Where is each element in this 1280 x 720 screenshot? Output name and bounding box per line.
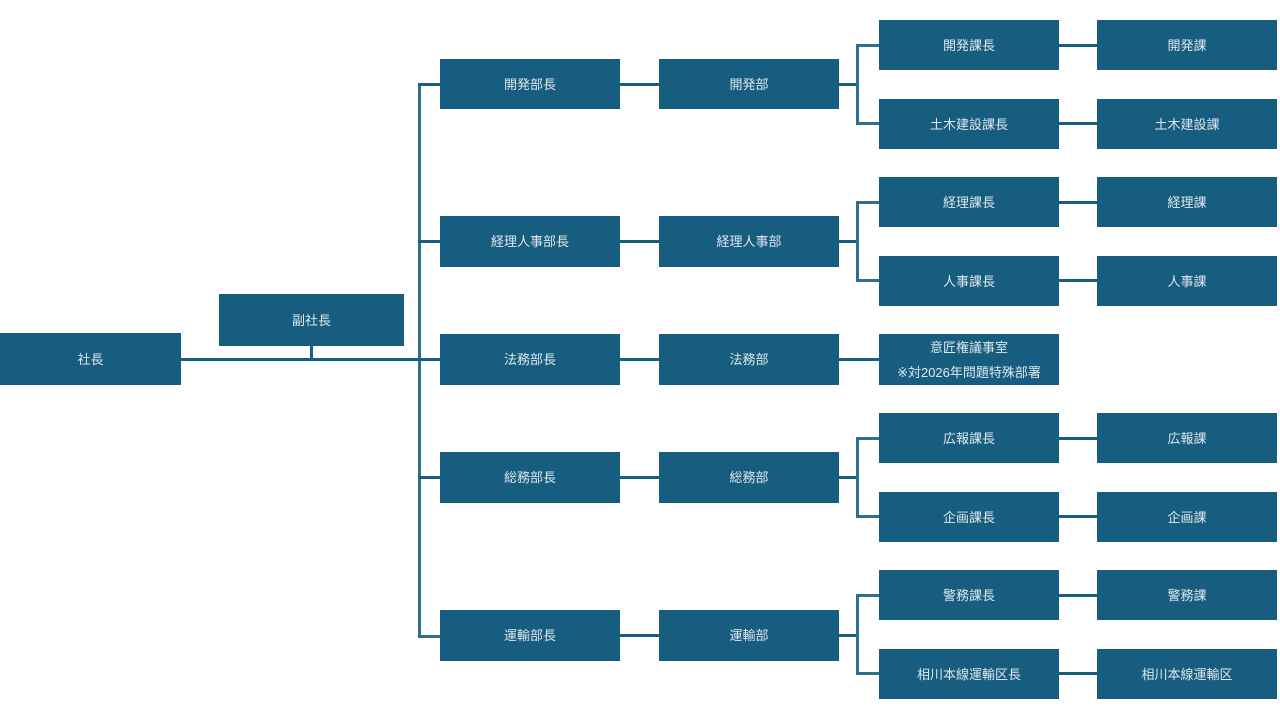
connector-trunk-to-manager-5 (418, 635, 440, 638)
connector-department-5-bracket-in (839, 634, 858, 637)
connector-chief-5-2-section (1059, 672, 1097, 675)
node-section-chief-4-1-label: 広報課長 (942, 430, 995, 446)
node-special-office[interactable]: 意匠権議事室 ※対2026年問題特殊部署 (879, 334, 1059, 385)
node-manager-3[interactable]: 法務部長 (440, 334, 620, 385)
connector-bracket-2-section-1 (856, 201, 880, 204)
node-section-4-1[interactable]: 広報課 (1097, 413, 1277, 463)
node-section-chief-5-1-label: 警務課長 (942, 587, 995, 603)
connector-department-3-office (839, 358, 879, 361)
connector-trunk-to-manager-3 (418, 358, 440, 361)
connector-manager-4-department (620, 476, 659, 479)
connector-chief-2-1-section (1059, 201, 1097, 204)
connector-chief-4-2-section (1059, 515, 1097, 518)
node-section-chief-5-2[interactable]: 相川本線運輸区長 (879, 649, 1059, 699)
connector-bracket-2-section-2 (856, 279, 880, 282)
node-department-2[interactable]: 経理人事部 (659, 216, 839, 267)
connector-chief-5-1-section (1059, 594, 1097, 597)
connector-trunk-to-manager-2 (418, 240, 440, 243)
connector-department-2-bracket (856, 201, 859, 281)
node-section-chief-4-2[interactable]: 企画課長 (879, 492, 1059, 542)
node-department-1-label: 開発部 (729, 76, 769, 92)
node-vice-president[interactable]: 副社長 (219, 294, 404, 346)
node-section-5-2[interactable]: 相川本線運輸区 (1097, 649, 1277, 699)
connector-manager-1-department (620, 83, 659, 86)
node-special-office-label: 意匠権議事室 ※対2026年問題特殊部署 (897, 339, 1041, 380)
node-section-chief-2-1-label: 経理課長 (942, 194, 995, 210)
node-manager-4[interactable]: 総務部長 (440, 452, 620, 503)
node-section-2-1[interactable]: 経理課 (1097, 177, 1277, 227)
node-section-4-2-label: 企画課 (1167, 509, 1207, 525)
connector-manager-2-department (620, 240, 659, 243)
node-section-5-1[interactable]: 警務課 (1097, 570, 1277, 620)
connector-chief-4-1-section (1059, 437, 1097, 440)
node-manager-1-label: 開発部長 (503, 76, 556, 92)
connector-bracket-5-section-2 (856, 672, 880, 675)
node-section-chief-1-2-label: 土木建設課長 (929, 116, 1008, 132)
node-section-chief-2-1[interactable]: 経理課長 (879, 177, 1059, 227)
connector-department-4-bracket-in (839, 476, 858, 479)
connector-manager-5-department (620, 634, 659, 637)
node-department-3-label: 法務部 (729, 352, 769, 367)
node-section-1-1[interactable]: 開発課 (1097, 20, 1277, 70)
node-section-chief-4-2-label: 企画課長 (942, 509, 995, 525)
node-section-chief-1-2[interactable]: 土木建設課長 (879, 99, 1059, 149)
node-manager-5-label: 運輸部長 (503, 628, 556, 643)
connector-vice-president-stub (310, 346, 313, 360)
node-manager-5[interactable]: 運輸部長 (440, 610, 620, 661)
node-section-5-1-label: 警務課 (1167, 587, 1207, 603)
node-section-chief-4-1[interactable]: 広報課長 (879, 413, 1059, 463)
connector-bracket-5-section-1 (856, 594, 880, 597)
node-manager-2[interactable]: 経理人事部長 (440, 216, 620, 267)
node-section-1-1-label: 開発課 (1167, 37, 1207, 53)
node-section-chief-2-2[interactable]: 人事課長 (879, 256, 1059, 306)
node-president-label: 社長 (77, 351, 104, 367)
connector-department-1-bracket (856, 44, 859, 124)
connector-main-trunk (418, 84, 421, 638)
node-manager-3-label: 法務部長 (503, 352, 556, 367)
node-section-1-2[interactable]: 土木建設課 (1097, 99, 1277, 149)
node-manager-4-label: 総務部長 (503, 470, 556, 485)
connector-department-4-bracket (856, 437, 859, 517)
node-department-3[interactable]: 法務部 (659, 334, 839, 385)
connector-bracket-4-section-1 (856, 437, 880, 440)
node-department-5[interactable]: 運輸部 (659, 610, 839, 661)
node-department-4-label: 総務部 (729, 470, 769, 485)
node-section-2-1-label: 経理課 (1167, 194, 1207, 210)
node-department-4[interactable]: 総務部 (659, 452, 839, 503)
node-department-5-label: 運輸部 (729, 628, 769, 643)
node-department-1[interactable]: 開発部 (659, 59, 839, 109)
node-vice-president-label: 副社長 (291, 312, 331, 328)
node-section-4-2[interactable]: 企画課 (1097, 492, 1277, 542)
node-manager-2-label: 経理人事部長 (490, 234, 569, 249)
node-manager-1[interactable]: 開発部長 (440, 59, 620, 109)
node-section-chief-1-1-label: 開発課長 (942, 37, 995, 53)
node-section-chief-5-1[interactable]: 警務課長 (879, 570, 1059, 620)
node-section-4-1-label: 広報課 (1167, 430, 1207, 446)
node-section-1-2-label: 土木建設課 (1154, 116, 1220, 132)
connector-chief-1-2-section (1059, 122, 1097, 125)
connector-chief-1-1-section (1059, 44, 1097, 47)
connector-trunk-to-manager-4 (418, 476, 440, 479)
node-section-2-2-label: 人事課 (1167, 273, 1207, 289)
node-president[interactable]: 社長 (0, 333, 181, 385)
connector-bracket-1-section-1 (856, 44, 880, 47)
node-section-2-2[interactable]: 人事課 (1097, 256, 1277, 306)
connector-trunk-to-manager-1 (418, 83, 440, 86)
node-section-chief-1-1[interactable]: 開発課長 (879, 20, 1059, 70)
node-section-chief-5-2-label: 相川本線運輸区長 (916, 666, 1021, 682)
node-section-chief-2-2-label: 人事課長 (942, 273, 995, 289)
connector-department-1-bracket-in (839, 83, 858, 86)
connector-chief-2-2-section (1059, 279, 1097, 282)
connector-president-trunk (181, 358, 421, 361)
connector-manager-3-department (620, 358, 659, 361)
connector-department-5-bracket (856, 594, 859, 674)
connector-bracket-4-section-2 (856, 515, 880, 518)
node-section-5-2-label: 相川本線運輸区 (1141, 666, 1233, 682)
node-department-2-label: 経理人事部 (716, 234, 782, 249)
connector-department-2-bracket-in (839, 240, 858, 243)
connector-bracket-1-section-2 (856, 122, 880, 125)
